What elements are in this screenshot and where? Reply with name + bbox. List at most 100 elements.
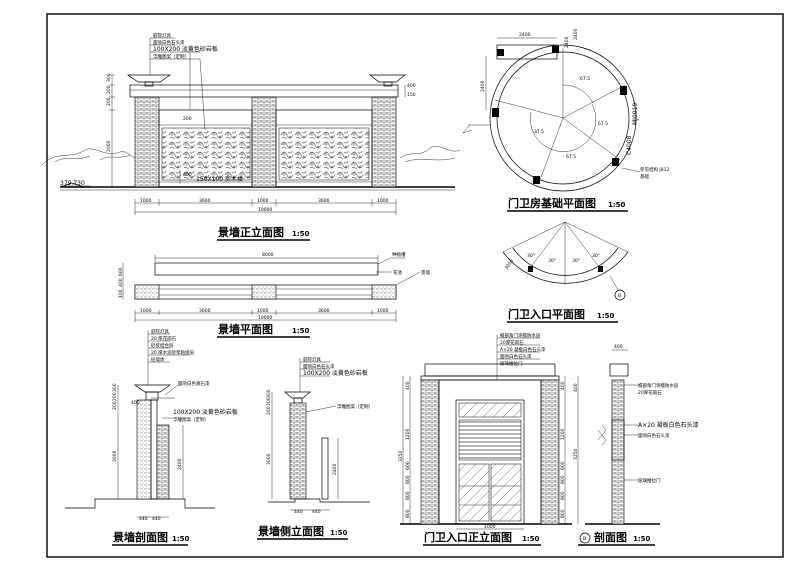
side-note-2: 面喷白色石头漆 [303, 363, 335, 370]
plan-title: 景墙平面图 [217, 322, 273, 336]
plan-note-3: 景墙 [421, 269, 430, 276]
entrance-elev-dim-left-1: 400 [405, 381, 411, 390]
entrance-elev-note-4: 面喷白色石头漆 [500, 353, 532, 360]
entrance-dim: 3050 [504, 258, 516, 271]
wall-side-elevation: 庭院灯具 面喷白色石头漆 100X200 淡黄色砂岩板 浮雕图案（定制） 300… [257, 356, 373, 540]
entrance-angle-4: 30° [592, 253, 600, 259]
front-dim-bottom-1: 1000 [140, 198, 152, 204]
entrance-elev-dim-total: 3250 [398, 450, 404, 462]
foundation-angle-1: 67.5 [580, 76, 590, 82]
wall-front-elevation: 379.730 庭院灯具 面喷白色石头漆 100X200 淡黄色砂岩板 浮雕图案… [41, 32, 461, 241]
front-dim-left-4: 2000 [106, 140, 112, 152]
foundation-dim-2: 2400 [564, 36, 570, 48]
entrance-angle-3: 30° [572, 258, 580, 264]
side-dim-left-2: 200 [266, 397, 272, 406]
section-note-4: 20 厚水泥砂浆粘接层 [151, 349, 195, 356]
front-dim-left-1: 300 [106, 73, 112, 82]
front-note-5: 150X100 实木格 [196, 175, 243, 183]
section-dim-mid: 2400 [177, 458, 183, 470]
section-note-5: 砼墙体 [151, 356, 165, 363]
plan-dim-bottom-1: 1000 [140, 308, 152, 314]
section-note-7: 100X200 淡黄色砂岩板 [173, 408, 238, 416]
plan-dim-left-3: 100 [118, 289, 124, 298]
section-note-2: 20 厚花岗石 [151, 335, 177, 342]
plan-dim-bottom-4: 3600 [318, 308, 330, 314]
section-b: 400 400 3250 檐部角门涂膜防水层 20厚花岗石 A×20 凝板白色石… [573, 344, 699, 546]
side-note-3: 100X200 淡黄色砂岩板 [303, 369, 368, 377]
entrance-elev-dim-left-3: 600 [405, 461, 411, 470]
plan-note-2: 花池 [393, 269, 402, 276]
section-b-note-5: 玻璃推拉门 [638, 477, 661, 484]
entrance-elev-dim-right-5: 800 [560, 491, 566, 500]
entrance-angle-1: 30° [527, 253, 535, 259]
front-dim-bottom-3: 1000 [257, 198, 269, 204]
front-note-2: 面喷白色石头漆 [153, 39, 185, 46]
side-note-4: 浮雕图案（定制） [337, 403, 373, 410]
entrance-elev-dim-right-6: 800 [560, 509, 566, 518]
entrance-elev-dim-right-1: 400 [560, 381, 566, 390]
front-dim-left-3: 200 [106, 97, 112, 106]
wall-section-title: 景墙剖面图 [112, 530, 168, 544]
foundation-angle-3: 67.5 [566, 154, 576, 160]
guardhouse-entrance-plan: 30° 30° 30° 30° 3050 B 门卫入口平面图 1:50 [502, 221, 629, 323]
wall-section-scale: 1:50 [172, 535, 190, 543]
wall-plan: 8000 种植槽 花池 景墙 600 400 100 1000 3600 100… [118, 251, 430, 338]
front-dim-total: 10000 [258, 207, 272, 213]
front-dim-bottom-5: 1000 [377, 198, 389, 204]
entrance-plan-scale: 1:50 [597, 312, 615, 320]
foundation-angle-2: 67.5 [598, 121, 608, 127]
guardhouse-entrance-elevation: 檐部角门涂膜防水层 20厚花岗石 A×20 凝板白色石头漆 面喷白色石头漆 玻璃… [398, 332, 572, 546]
entrance-elevation-scale: 1:50 [522, 535, 540, 543]
foundation-label-4: 基础 [640, 173, 649, 180]
section-dim-bottom-2: 440 [152, 516, 161, 522]
side-dim-mid: 2400 [332, 463, 338, 475]
side-dim-bottom-2: 440 [312, 509, 321, 515]
section-note-1: 庭院灯具 [151, 328, 169, 335]
section-note-8: 浮雕图案（定制） [173, 416, 209, 423]
entrance-elev-dim-left-4: 800 [405, 475, 411, 484]
sheet-border [46, 13, 784, 558]
wall-section: 庭院灯具 20 厚花岗石 砂浆结合层 20 厚水泥砂浆粘接层 砼墙体 面喷白色真… [65, 328, 238, 546]
foundation-plan-title: 门卫房基础平面图 [508, 196, 596, 210]
foundation-plan-scale: 1:50 [608, 201, 626, 209]
foundation-label-1: MJ0019 [632, 103, 639, 125]
front-dim-right-1: 400 [407, 83, 416, 89]
front-dim-inner2: 400 [183, 172, 192, 178]
front-elevation-title: 景墙正立面图 [217, 225, 284, 239]
foundation-label-3: 参见结构 J812 [640, 166, 669, 173]
plan-dim-bottom-5: 1000 [377, 308, 389, 314]
plan-dim-bottom-2: 3600 [199, 308, 211, 314]
section-dim-left-3: 200 [112, 401, 118, 410]
foundation-dim-3: 2400 [480, 80, 486, 92]
section-b-title: 剖面图 [594, 530, 627, 544]
entrance-elev-note-2: 20厚花岗石 [500, 339, 524, 346]
front-note-3: 100X200 淡黄色砂岩板 [153, 45, 218, 53]
front-note-4: 浮雕图案（定制） [153, 53, 189, 60]
foundation-dim-4: 2400 [573, 28, 579, 40]
entrance-angle-2: 30° [548, 258, 556, 264]
entrance-elev-note-3: A×20 凝板白色石头漆 [500, 346, 546, 353]
entrance-elev-note-5: 玻璃推拉门 [500, 360, 523, 367]
section-note-6: 面喷白色真石漆 [178, 380, 210, 387]
front-dim-inner: 200 [183, 116, 192, 122]
section-note-3: 砂浆结合层 [151, 342, 174, 349]
guardhouse-foundation-plan: 67.5 67.5 67.5 37.5 2400 2400 2400 2400 … [462, 28, 669, 212]
ground-level-label: 379.730 [60, 180, 85, 187]
section-dim-left-4: 3000 [112, 450, 118, 462]
section-dim-small: 400 [131, 400, 140, 406]
side-dim-bottom-1: 440 [294, 509, 303, 515]
entrance-elevation-title: 门卫入口正立面图 [424, 530, 512, 544]
side-elevation-title: 景墙侧立面图 [257, 524, 324, 538]
side-elevation-scale: 1:50 [330, 529, 348, 537]
foundation-angle-4: 37.5 [534, 129, 544, 135]
section-dim-left-1: 300 [112, 383, 118, 392]
entrance-elev-dim-right-4: 800 [560, 475, 566, 484]
front-dim-bottom-4: 3600 [318, 198, 330, 204]
side-dim-left-3: 200 [266, 406, 272, 415]
section-b-note-3: A×20 凝板白色石头漆 [638, 421, 699, 429]
section-b-tag: B [583, 536, 586, 542]
front-dim-bottom-2: 3600 [199, 198, 211, 204]
section-b-scale: 1:50 [633, 535, 651, 543]
entrance-section-tag: B [618, 293, 621, 299]
